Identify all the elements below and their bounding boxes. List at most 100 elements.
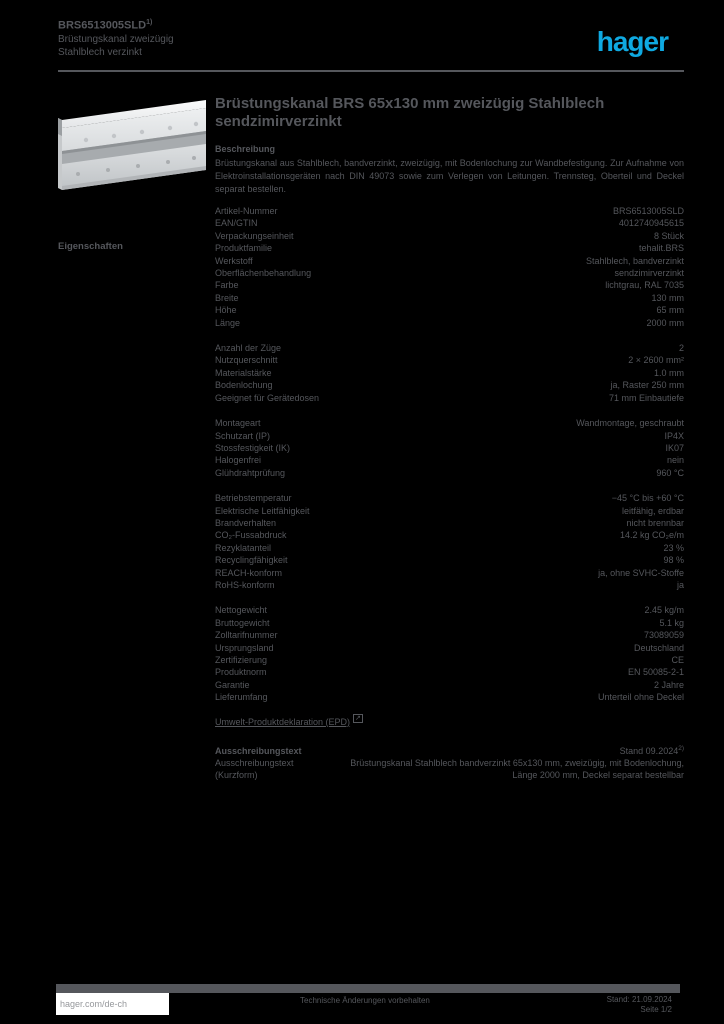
spec-label: Länge — [215, 317, 241, 328]
spec-value: 1.0 mm — [653, 367, 684, 378]
spec-row: Recyclingfähigkeit 98 % — [215, 554, 684, 566]
spec-value: 130 mm — [651, 292, 684, 303]
spec-row: Glühdrahtprüfung 960 °C — [215, 467, 684, 479]
footer-bar — [56, 984, 680, 993]
spec-row: Rezyklatanteil 23 % — [215, 542, 684, 554]
spec-label: Anzahl der Züge — [215, 343, 282, 354]
product-image — [58, 96, 206, 198]
spec-label: Ursprungsland — [215, 642, 274, 653]
footnote-marker: 2) — [678, 744, 684, 752]
final-section-value: Stand 09.20242) — [619, 744, 684, 756]
steel-trunking-illustration — [58, 100, 206, 190]
spec-value: Brüstungskanal Stahlblech bandverzinkt 6… — [350, 758, 684, 781]
epd-link[interactable]: Umwelt-Produktdeklaration (EPD) ↗ — [215, 713, 363, 728]
spec-value: 8 Stück — [653, 230, 684, 241]
spec-label: CO₂-Fussabdruck — [215, 530, 287, 541]
spec-label: Zolltarifnummer — [215, 630, 278, 641]
spec-label: Bruttogewicht — [215, 617, 270, 628]
spec-label: Montageart — [215, 418, 261, 429]
spec-row: Werkstoff Stahlblech, bandverzinkt — [215, 255, 684, 267]
spec-value: 2 — [678, 343, 684, 354]
footer-website-link[interactable]: hager.com/de-ch — [60, 999, 128, 1009]
spec-value: 4012740945615 — [618, 218, 684, 229]
spec-value: IP4X — [664, 430, 684, 441]
sidebar-section-label: Eigenschaften — [58, 241, 123, 252]
spec-value: 73089059 — [643, 630, 684, 641]
spec-value: CE — [671, 655, 684, 665]
spec-row: Ausschreibungstext (Kurzform) Brüstungsk… — [215, 757, 684, 782]
spec-value: tehalit.BRS — [638, 243, 684, 254]
spec-label: Rezyklatanteil — [215, 542, 272, 553]
spec-value: ja — [676, 579, 684, 590]
spec-value: Wandmontage, geschraubt — [576, 418, 684, 429]
spec-label: Lieferumfang — [215, 692, 268, 703]
header-subtitle-1: Brüstungskanal zweizügig — [58, 33, 174, 45]
spec-value: EN 50085-2-1 — [627, 667, 684, 678]
spec-label: Ausschreibungstext (Kurzform) — [215, 758, 294, 781]
spec-label: Materialstärke — [215, 367, 272, 378]
footer-date: Stand: 21.09.2024 — [606, 995, 672, 1004]
spec-label: Farbe — [215, 280, 239, 291]
final-section-title: Ausschreibungstext — [215, 745, 302, 756]
product-description: Brüstungskanal aus Stahlblech, bandverzi… — [215, 158, 684, 194]
spec-label: Produktfamilie — [215, 243, 273, 254]
spec-value: −45 °C bis +60 °C — [611, 493, 684, 504]
spec-value: Stahlblech, bandverzinkt — [585, 255, 684, 266]
spec-label: Stossfestigkeit (IK) — [215, 442, 291, 453]
spec-value: Deutschland — [633, 642, 684, 653]
spec-row: Anzahl der Züge 2 — [215, 342, 684, 354]
spec-label: Betriebstemperatur — [215, 493, 292, 504]
spec-label: RoHS-konform — [215, 579, 275, 590]
spec-row: Ursprungsland Deutschland — [215, 642, 684, 654]
spec-value: 5.1 kg — [659, 617, 684, 628]
spec-row: Schutzart (IP)IP4X — [215, 430, 684, 442]
spec-value: 23 % — [663, 542, 684, 553]
spec-label: Bodenlochung — [215, 380, 273, 391]
footnote-marker: 1) — [146, 19, 153, 26]
spec-label: Verpackungseinheit — [215, 230, 294, 241]
spec-row: Verpackungseinheit 8 Stück — [215, 230, 684, 242]
spec-label: Elektrische Leitfähigkeit — [215, 505, 310, 516]
spec-row: Betriebstemperatur −45 °C bis +60 °C — [215, 492, 684, 504]
spec-value: 960 °C — [656, 467, 684, 478]
spec-label: Halogenfrei — [215, 455, 262, 466]
spec-label: Produktnorm — [215, 667, 267, 678]
description-label: Beschreibung — [215, 144, 276, 154]
spec-row: Farbe lichtgrau, RAL 7035 — [215, 279, 684, 291]
spec-label: Artikel-Nummer — [215, 206, 278, 216]
spec-label: EAN/GTIN — [215, 218, 258, 229]
spec-label: Glühdrahtprüfung — [215, 467, 286, 478]
spec-value: 98 % — [663, 555, 684, 566]
spec-value: IK07 — [665, 442, 684, 453]
spec-value: ja, ohne SVHC-Stoffe — [598, 567, 684, 578]
spec-row: Montageart Wandmontage, geschraubt — [215, 417, 684, 429]
spec-label: Werkstoff — [215, 255, 253, 266]
spec-value: lichtgrau, RAL 7035 — [605, 280, 684, 291]
spec-label: Höhe — [215, 305, 237, 316]
spec-row: Materialstärke 1.0 mm — [215, 367, 684, 379]
spec-label: Nettogewicht — [215, 605, 268, 616]
spec-row: Produktnorm EN 50085-2-1 — [215, 666, 684, 678]
footer-page-number: Seite 1/2 — [640, 1005, 672, 1014]
header-article-block: BRS6513005SLD1) Brüstungskanal zweizügig… — [58, 16, 258, 59]
spec-label: Garantie — [215, 679, 250, 690]
spec-label: Recyclingfähigkeit — [215, 555, 288, 566]
main-content: Brüstungskanal BRS 65x130 mm zweizügig S… — [215, 95, 684, 782]
